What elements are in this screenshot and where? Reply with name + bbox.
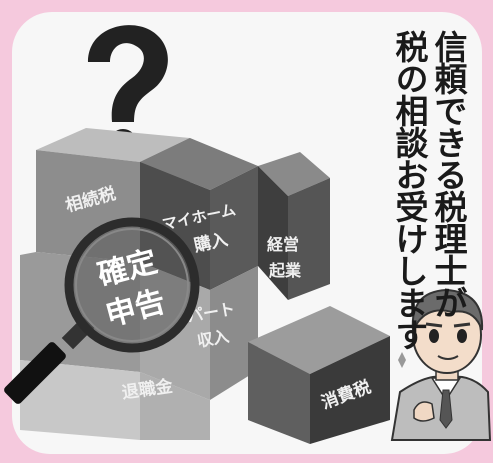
business-label-line2: 起業 xyxy=(268,261,302,280)
businessman-illustration xyxy=(390,288,492,441)
magnifier-icon: 確定 申告 xyxy=(4,217,200,404)
business-label-line1: 経営 xyxy=(267,235,299,254)
block-consumption: 消費税 xyxy=(248,306,390,444)
headline-line2: 税の相談お受けします xyxy=(390,30,429,350)
headline: 信頼できる税理士が 税の相談お受けします xyxy=(390,30,468,350)
block-business: 経営 起業 xyxy=(258,152,330,300)
block-retirement: 退職金 xyxy=(20,360,210,440)
headline-line1: 信頼できる税理士が xyxy=(429,30,468,318)
